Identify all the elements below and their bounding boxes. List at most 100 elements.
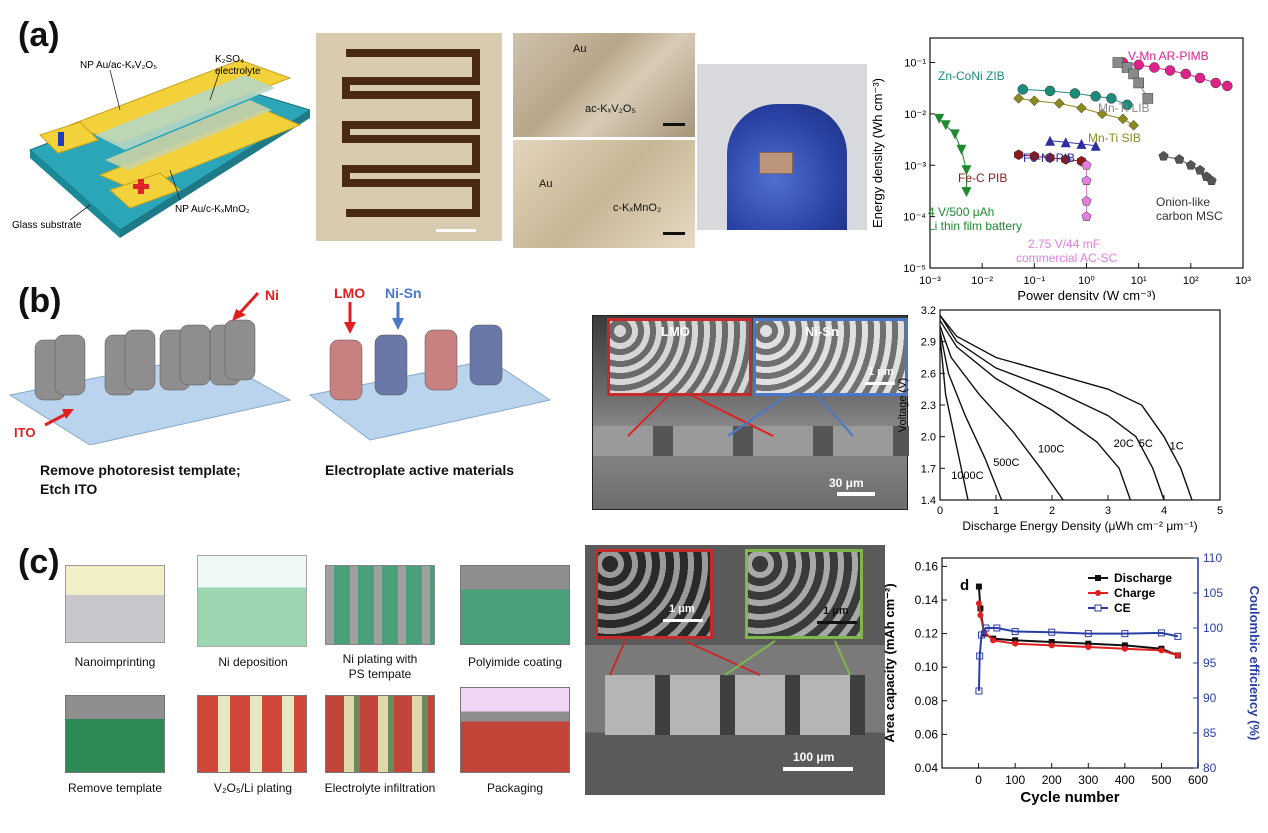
ragone-x-tick-label: 10⁻³ bbox=[919, 275, 941, 287]
cycling-series-Discharge-point bbox=[1085, 640, 1092, 647]
cycling-series-Charge-point bbox=[977, 612, 984, 619]
cycling-series-Discharge-point bbox=[1048, 639, 1055, 645]
step-v2o5-plating-image bbox=[197, 695, 307, 773]
caption-remove-photoresist: Remove photoresist template; bbox=[40, 462, 241, 478]
label-electrolyte-1: K₂SO₄ bbox=[215, 54, 244, 65]
ragone-series-8-point bbox=[961, 165, 972, 176]
scale-bar-1um-c-left: 1 μm bbox=[669, 603, 695, 615]
step-remove-template-label: Remove template bbox=[67, 781, 163, 795]
ragone-series-2-point bbox=[1017, 84, 1029, 95]
ragone-y-tick-label: 10⁻³ bbox=[904, 160, 926, 172]
ragone-series-5-point bbox=[1014, 149, 1024, 161]
ragone-series-4-point bbox=[1076, 138, 1087, 149]
discharge-y-tick-label: 2.6 bbox=[921, 368, 936, 380]
cycling-series-CE-line bbox=[977, 627, 1179, 692]
ragone-series-4-point bbox=[1045, 135, 1056, 146]
ragone-annotation-4: Fe-Ni PIB bbox=[1023, 151, 1075, 165]
ragone-x-tick-label: 10³ bbox=[1235, 275, 1251, 287]
ragone-series-6-point bbox=[1194, 164, 1206, 175]
ragone-series-7-point bbox=[1081, 211, 1092, 221]
discharge-x-tick-label: 3 bbox=[1105, 505, 1111, 517]
discharge-y-tick-label: 1.7 bbox=[921, 463, 936, 475]
discharge-x-tick-label: 4 bbox=[1161, 505, 1167, 517]
caption-etch-ito: Etch ITO bbox=[40, 481, 98, 497]
scale-bar-1um-b: 1 μm bbox=[868, 366, 894, 378]
cycling-series-CE-point bbox=[1121, 630, 1129, 638]
cycling-x-tick-label: 300 bbox=[1078, 773, 1098, 787]
step-ni-deposition-label: Ni deposition bbox=[218, 655, 288, 669]
ragone-x-tick-label: 10⁻² bbox=[971, 275, 993, 287]
cycling-series-CE-point bbox=[993, 624, 1001, 632]
cycling-x-tick-label: 400 bbox=[1115, 773, 1135, 787]
sem-label-au-bottom: Au bbox=[539, 178, 553, 190]
process-step-grid: Nanoimprinting Ni deposition Ni plating … bbox=[45, 555, 590, 800]
cycling-x-tick-label: 200 bbox=[1042, 773, 1062, 787]
ragone-series-3-point bbox=[1076, 102, 1087, 114]
scale-bar-1um-c-right: 1 μm bbox=[823, 605, 849, 617]
cycling-legend-marker-Charge bbox=[1095, 590, 1101, 596]
sem-3d-microbattery: 1 μm 1 μm 100 μm bbox=[585, 545, 885, 795]
discharge-curve-100C bbox=[939, 325, 1064, 501]
cycling-series-Discharge-point bbox=[975, 583, 982, 590]
discharge-curve-label-100C: 100C bbox=[1038, 444, 1064, 456]
discharge-curve-label-1000C: 1000C bbox=[951, 470, 983, 482]
step-remove-template-image bbox=[65, 695, 165, 773]
ragone-annotation-2: Mn-Ti LIB bbox=[1098, 101, 1150, 115]
cycling-y2-tick-label: 85 bbox=[1203, 726, 1217, 740]
ragone-series-0-point bbox=[1164, 65, 1176, 76]
discharge-curve-label-500C: 500C bbox=[993, 457, 1019, 469]
ragone-y-tick-label: 10⁻¹ bbox=[904, 58, 926, 70]
ragone-series-3-point bbox=[1128, 119, 1139, 131]
discharge-x-tick-label: 1 bbox=[993, 505, 999, 517]
discharge-y-axis-label: Voltage (V) bbox=[897, 378, 909, 432]
cycling-panel-tag: d bbox=[960, 577, 969, 594]
cycling-series-Charge-point bbox=[1048, 642, 1055, 649]
microbattery-schematic: NP Au/ac-KₓV₂O₅ K₂SO₄ electrolyte NP Au/… bbox=[12, 54, 310, 238]
cycling-legend-label-Discharge: Discharge bbox=[1114, 571, 1172, 585]
ragone-series-5-point bbox=[1061, 154, 1071, 165]
label-cathode: NP Au/c-KₓMnO₂ bbox=[175, 204, 250, 215]
scale-bar-100um: 100 μm bbox=[793, 750, 835, 764]
ragone-annotation-9: carbon MSC bbox=[1156, 209, 1223, 223]
cycling-x-tick-label: 100 bbox=[1005, 773, 1025, 787]
ragone-annotation-6: 4 V/500 μAh bbox=[928, 205, 994, 219]
cycling-series-CE-point bbox=[1011, 628, 1019, 635]
cycling-series-CE-point bbox=[1048, 628, 1056, 636]
discharge-curve-label-1C: 1C bbox=[1170, 440, 1184, 452]
ragone-series-2-point bbox=[1044, 85, 1056, 97]
cycling-series-Charge-point bbox=[1158, 647, 1165, 654]
discharge-x-tick-label: 5 bbox=[1217, 505, 1223, 517]
ragone-series-0-point bbox=[1222, 80, 1233, 92]
cycling-legend-marker-CE bbox=[1094, 604, 1102, 612]
cycling-series-CE-point bbox=[1157, 629, 1165, 637]
step-ni-plating-label-2: PS tempate bbox=[348, 667, 412, 681]
discharge-curve-20C bbox=[939, 320, 1132, 501]
cycling-y-tick-label: 0.16 bbox=[915, 559, 939, 573]
ragone-series-1-point bbox=[1121, 62, 1133, 73]
scale-bar-30um: 30 μm bbox=[829, 476, 864, 490]
cycling-series-Discharge-point bbox=[1121, 642, 1128, 649]
cycling-series-Charge-point bbox=[1174, 652, 1181, 659]
sem-label-cathode-material: c-KₓMnO₂ bbox=[613, 202, 662, 214]
ragone-series-2-point bbox=[1121, 99, 1133, 111]
sem-inset-lmo bbox=[607, 318, 752, 396]
discharge-x-tick-label: 0 bbox=[937, 505, 943, 517]
ragone-series-6-point bbox=[1158, 150, 1169, 161]
label-ni-sn: Ni-Sn bbox=[385, 285, 422, 301]
label-substrate: Glass substrate bbox=[12, 220, 82, 231]
ragone-series-0-point bbox=[1149, 62, 1160, 73]
cycling-y2-tick-label: 80 bbox=[1203, 761, 1217, 775]
ragone-series-0-point bbox=[1194, 72, 1206, 84]
ragone-series-4-point bbox=[1090, 140, 1101, 151]
step-nanoimprinting-label: Nanoimprinting bbox=[74, 655, 156, 669]
cycling-series-Discharge-point bbox=[1012, 637, 1019, 644]
step-electrolyte-image bbox=[325, 695, 435, 773]
discharge-curve-label-5C: 5C bbox=[1139, 438, 1153, 450]
ragone-series-8-point bbox=[949, 129, 960, 140]
ragone-series-0-point bbox=[1210, 77, 1221, 89]
sem-inset-left bbox=[595, 549, 713, 639]
ragone-annotation-11: commercial AC-SC bbox=[1016, 251, 1118, 265]
ragone-annotation-3: Mn-Ti SIB bbox=[1088, 131, 1141, 145]
step-ni-plating-image bbox=[325, 565, 435, 645]
